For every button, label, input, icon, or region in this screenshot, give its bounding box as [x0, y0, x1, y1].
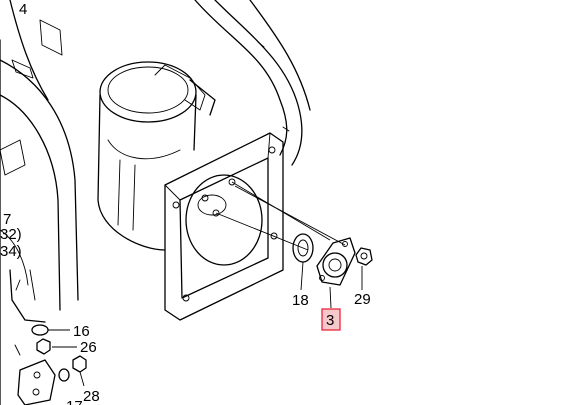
callout-3[interactable]: 3 — [326, 312, 334, 329]
lower-left-hardware — [9, 269, 87, 405]
callout-34: 34) — [0, 243, 22, 260]
callout-16: 16 — [73, 323, 90, 340]
flange-frame — [164, 132, 284, 321]
callout-26: 26 — [80, 339, 97, 356]
housing-shell — [194, 0, 311, 166]
part-18-seal — [292, 233, 314, 291]
callout-29: 29 — [354, 291, 371, 308]
part-29-nut — [355, 247, 373, 290]
callout-32: 32) — [0, 226, 22, 243]
left-frame-panel — [0, 0, 79, 405]
callout-4: 4 — [19, 1, 27, 18]
callout-3-highlight-box — [321, 308, 341, 331]
callout-3-highlight[interactable]: 3 — [321, 308, 341, 331]
callout-17: 17 — [66, 398, 83, 405]
callout-28: 28 — [83, 388, 100, 405]
callout-7: 7 — [3, 211, 11, 228]
callout-18: 18 — [292, 292, 309, 309]
part-3-flange-bearing — [316, 237, 356, 309]
discharge-chute — [97, 61, 216, 251]
assembly-leader-lines — [215, 181, 346, 251]
